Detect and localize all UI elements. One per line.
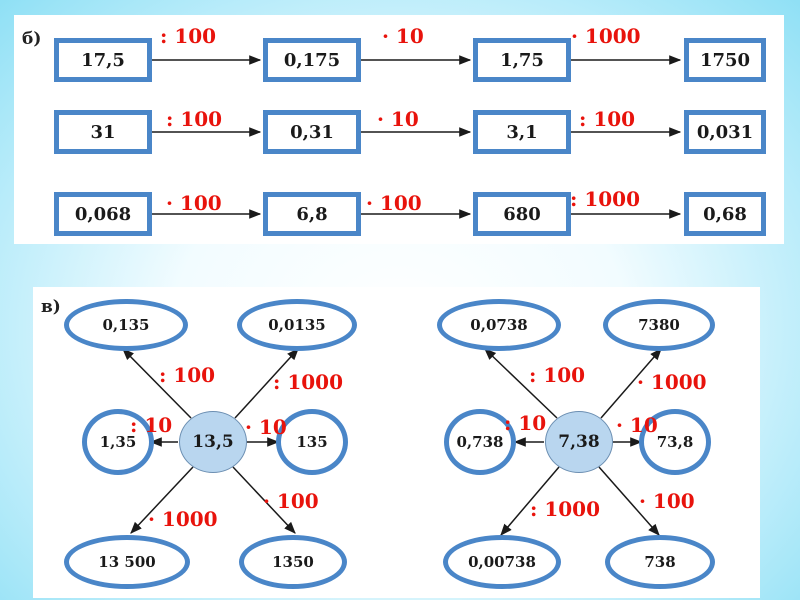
value-ellipse-bottom-left: 13 500 xyxy=(64,535,190,589)
value-ellipse-bottom-right: 1350 xyxy=(239,535,347,589)
operation-label: : 10 xyxy=(504,411,547,435)
value-ellipse-left: 0,738 xyxy=(444,409,516,475)
chain-box: 1,75 xyxy=(473,38,571,82)
chain-box: 0,31 xyxy=(263,110,361,154)
chain-box: 0,175 xyxy=(263,38,361,82)
operation-label: : 100 xyxy=(529,363,586,387)
operation-label: · 1000 xyxy=(637,370,707,394)
arrow xyxy=(122,348,192,419)
section-b-letter: б) xyxy=(22,29,42,49)
value-ellipse-bottom-left: 0,00738 xyxy=(443,535,561,589)
operation-label: : 100 xyxy=(166,107,223,131)
operation-label: : 1000 xyxy=(570,187,641,211)
center-value-circle: 7,38 xyxy=(545,411,613,473)
chain-box: 680 xyxy=(473,192,571,236)
arrow xyxy=(234,348,299,419)
value-ellipse-top-right: 7380 xyxy=(603,299,715,351)
operation-label: · 100 xyxy=(366,191,422,215)
operation-label: · 10 xyxy=(616,413,658,437)
section-v-panel: в) 0,135 0,0135 1,35 135 13 500 1350 13,… xyxy=(33,287,760,598)
operation-label: : 1000 xyxy=(530,497,601,521)
chain-box: 3,1 xyxy=(473,110,571,154)
operation-label: · 1000 xyxy=(571,24,641,48)
chain-box: 0,031 xyxy=(684,110,766,154)
operation-label: : 1000 xyxy=(273,370,344,394)
operation-label: : 100 xyxy=(160,24,217,48)
section-v-arrows xyxy=(122,348,662,536)
value-ellipse-right: 135 xyxy=(276,409,348,475)
value-ellipse-top-right: 0,0135 xyxy=(237,299,357,351)
value-ellipse-right: 73,8 xyxy=(639,409,711,475)
arrow xyxy=(484,348,558,419)
operation-label: · 10 xyxy=(245,415,287,439)
value-ellipse-top-left: 0,135 xyxy=(64,299,188,351)
operation-label: · 100 xyxy=(639,489,695,513)
operation-label: : 100 xyxy=(579,107,636,131)
chain-box: 1750 xyxy=(684,38,766,82)
arrow xyxy=(130,466,194,534)
arrow xyxy=(232,466,296,534)
chain-box: 0,68 xyxy=(684,192,766,236)
operation-label: : 100 xyxy=(159,363,216,387)
operation-label: · 100 xyxy=(263,489,319,513)
arrow xyxy=(598,466,660,536)
section-b-arrows xyxy=(152,55,682,219)
operation-label: · 100 xyxy=(166,191,222,215)
operation-label: · 10 xyxy=(377,107,419,131)
center-value-circle: 13,5 xyxy=(179,411,247,473)
arrow xyxy=(500,466,560,536)
section-b-panel: б) 17,5 0,175 1,75 1750 : 100 · 10 · 100… xyxy=(14,15,784,244)
chain-box: 17,5 xyxy=(54,38,152,82)
operation-label: : 10 xyxy=(130,413,173,437)
arrow xyxy=(600,348,662,419)
operation-label: · 10 xyxy=(382,24,424,48)
value-ellipse-top-left: 0,0738 xyxy=(437,299,561,351)
chain-box: 31 xyxy=(54,110,152,154)
chain-box: 6,8 xyxy=(263,192,361,236)
section-v-letter: в) xyxy=(41,297,61,317)
value-ellipse-bottom-right: 738 xyxy=(605,535,715,589)
value-ellipse-left: 1,35 xyxy=(82,409,154,475)
operation-label: · 1000 xyxy=(148,507,218,531)
chain-box: 0,068 xyxy=(54,192,152,236)
